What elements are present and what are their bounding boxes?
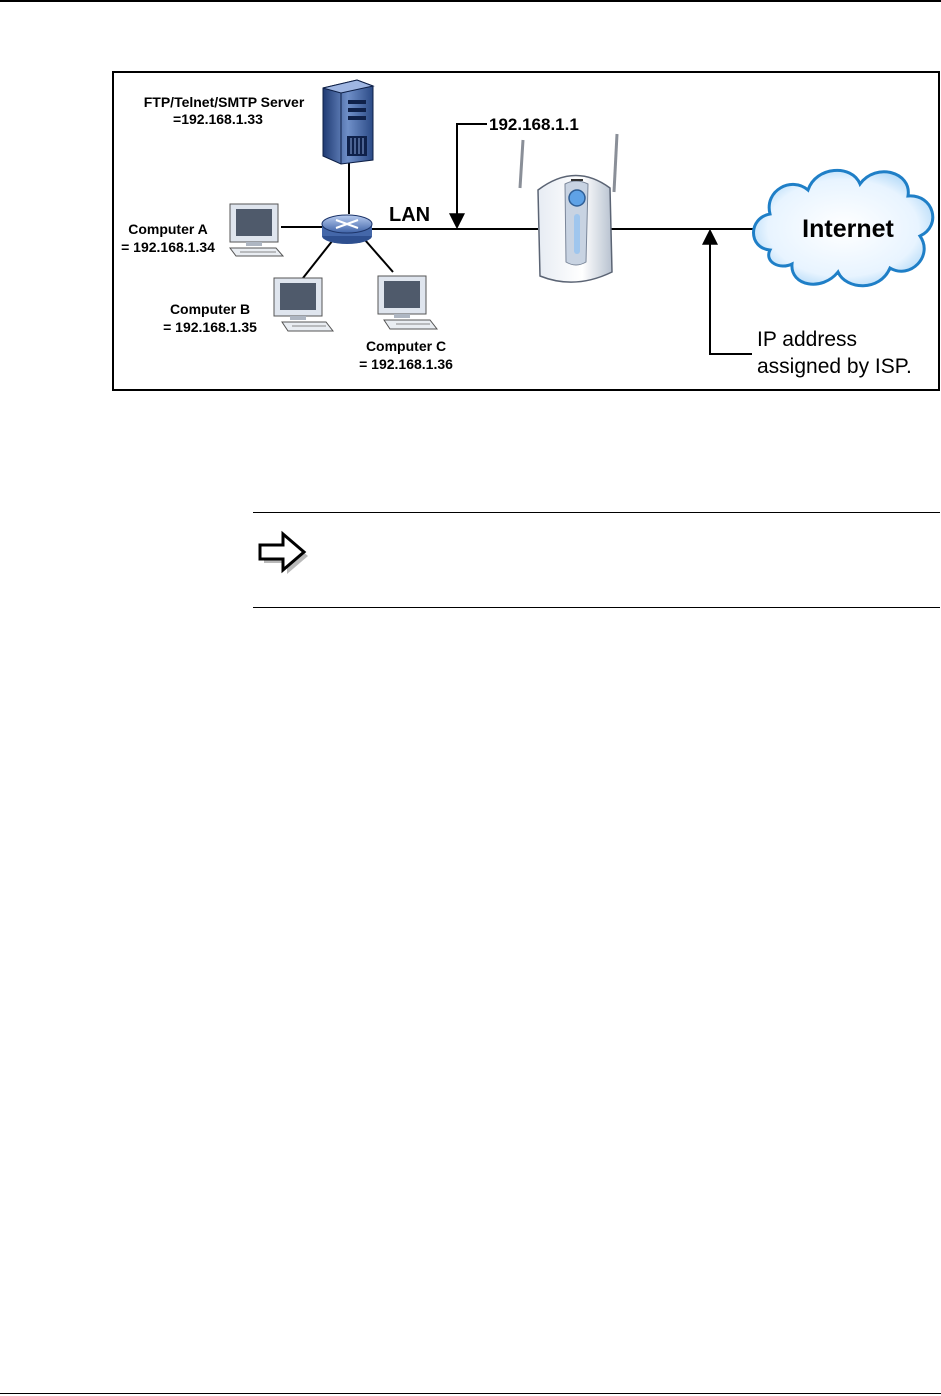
switch-icon (321, 214, 373, 244)
right-arrow-note-icon (258, 530, 308, 574)
computer-b-link-line (302, 239, 334, 279)
computer-a-icon (229, 203, 285, 257)
computer-a-label: Computer A (128, 221, 208, 237)
computer-b-ip-label: = 192.168.1.35 (163, 319, 257, 335)
lan-label: LAN (389, 204, 430, 226)
router-ip-label: 192.168.1.1 (489, 115, 579, 134)
computer-c-label: Computer C (366, 338, 446, 354)
isp-label-line2: assigned by ISP. (757, 355, 912, 378)
computer-b-label: Computer B (170, 301, 250, 317)
wireless-router-icon (518, 133, 619, 283)
isp-label-line1: IP address (757, 328, 857, 351)
server-label: FTP/Telnet/SMTP Server (144, 94, 305, 110)
network-diagram: FTP/Telnet/SMTP Server =192.168.1.33 Com… (121, 79, 935, 378)
computer-b-icon (273, 277, 335, 332)
server-icon (322, 79, 375, 165)
internet-cloud-icon (752, 169, 935, 288)
computer-a-ip-label: = 192.168.1.34 (121, 239, 215, 255)
computer-c-icon (377, 275, 439, 330)
computer-c-ip-label: = 192.168.1.36 (359, 356, 453, 372)
lan-ip-arrow (449, 123, 487, 230)
header-rule (0, 0, 941, 2)
computer-c-link-line (364, 239, 394, 273)
server-ip-label: =192.168.1.33 (173, 111, 263, 127)
footer-rule (0, 1393, 941, 1394)
isp-ip-arrow (702, 228, 752, 355)
internet-label: Internet (802, 215, 894, 243)
note-box (253, 512, 940, 608)
